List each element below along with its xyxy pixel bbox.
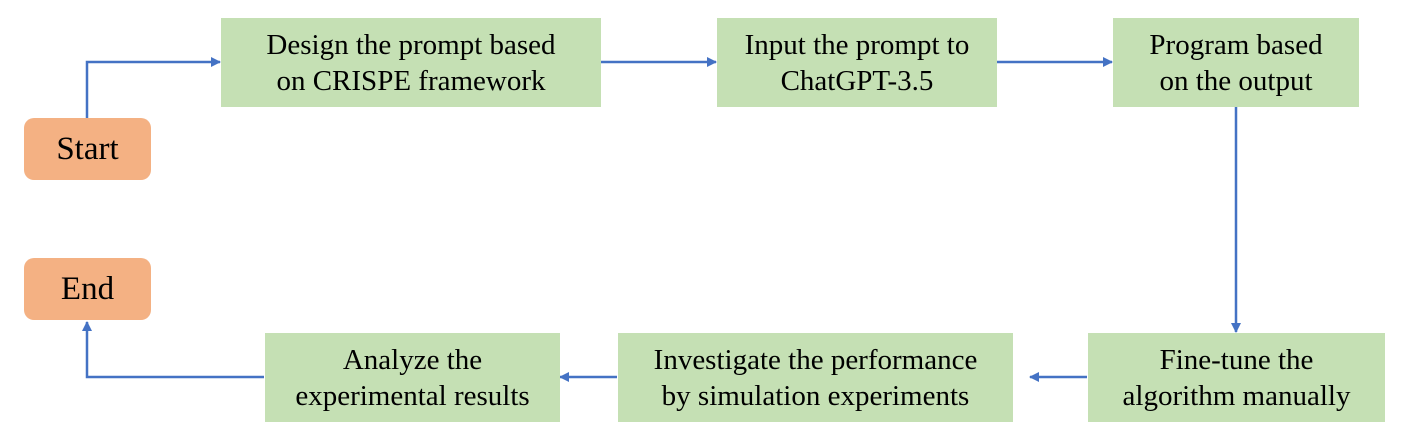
program-step: Program based on the output (1113, 18, 1359, 107)
analyze-step: Analyze the experimental results (265, 333, 560, 422)
analyze-label: Analyze the experimental results (295, 343, 530, 412)
finetune-step: Fine-tune the algorithm manually (1088, 333, 1385, 422)
start-node: Start (24, 118, 151, 180)
investigate-step: Investigate the performance by simulatio… (618, 333, 1013, 422)
end-node: End (24, 258, 151, 320)
start-label: Start (56, 131, 119, 167)
design-prompt-step: Design the prompt based on CRISPE framew… (221, 18, 601, 107)
arrow-analyze-to-end (82, 321, 264, 379)
input-prompt-label: Input the prompt to ChatGPT-3.5 (744, 28, 970, 97)
design-prompt-label: Design the prompt based on CRISPE framew… (266, 28, 556, 97)
input-prompt-step: Input the prompt to ChatGPT-3.5 (717, 18, 997, 107)
program-label: Program based on the output (1149, 28, 1323, 97)
investigate-label: Investigate the performance by simulatio… (653, 343, 978, 412)
finetune-label: Fine-tune the algorithm manually (1122, 343, 1351, 412)
end-label: End (60, 271, 115, 307)
arrow-start-to-design (85, 57, 221, 118)
